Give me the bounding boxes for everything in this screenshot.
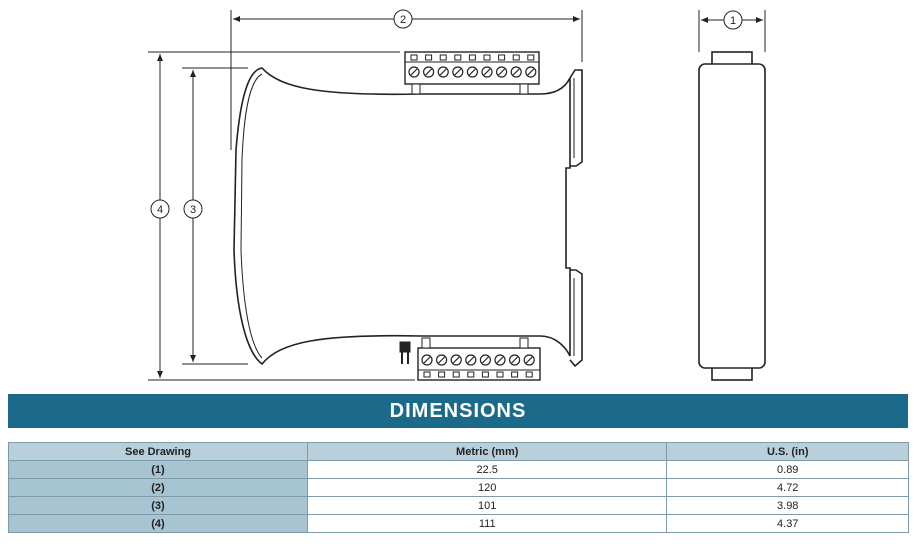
bottom-terminal-block bbox=[399, 337, 541, 381]
terminal-screw-icon-slot-line bbox=[483, 68, 491, 76]
terminal-screw-icon-slot-line bbox=[423, 356, 431, 364]
terminal-screw-icon-slot bbox=[512, 54, 520, 61]
row-ref: (2) bbox=[8, 478, 308, 497]
row-metric: 120 bbox=[306, 478, 668, 497]
callout-1: 1 bbox=[723, 10, 743, 30]
terminal-screw-icon-slot bbox=[423, 371, 431, 378]
row-ref: (1) bbox=[8, 460, 308, 479]
terminal-screw-icon-slot bbox=[425, 54, 433, 61]
terminal-screw-icon-slot-line bbox=[439, 68, 447, 76]
dimension-drawing: 2 1 4 3 bbox=[148, 9, 766, 381]
terminal-screw-icon-slot-line bbox=[468, 68, 476, 76]
terminal-screw-icon-slot-line bbox=[452, 356, 460, 364]
terminal-screw-icon-slot-line bbox=[525, 356, 533, 364]
terminal-screw-icon-slot-line bbox=[496, 356, 504, 364]
row-us: 4.37 bbox=[666, 514, 909, 533]
terminal-screw-icon-slot bbox=[496, 371, 504, 378]
row-ref: (4) bbox=[8, 514, 308, 533]
callout-3: 3 bbox=[183, 199, 203, 219]
callout-4: 4 bbox=[150, 199, 170, 219]
table-row: (4) 111 4.37 bbox=[8, 514, 909, 533]
header-see-drawing: See Drawing bbox=[8, 442, 308, 461]
terminal-screw-icon-slot-line bbox=[511, 356, 519, 364]
terminal-screw-icon-slot-line bbox=[498, 68, 506, 76]
terminal-screw-icon-slot bbox=[511, 371, 519, 378]
row-ref: (3) bbox=[8, 496, 308, 515]
terminal-screw-icon-slot bbox=[468, 54, 476, 61]
terminal-screw-icon-slot-line bbox=[454, 68, 462, 76]
terminal-screw-icon-slot bbox=[452, 371, 460, 378]
module-front-view bbox=[698, 51, 766, 381]
terminal-screw-icon-slot bbox=[481, 371, 489, 378]
table-row: (3) 101 3.98 bbox=[8, 496, 909, 515]
dimensions-table: See Drawing Metric (mm) U.S. (in) (1) 22… bbox=[8, 442, 909, 533]
callout-4-label: 4 bbox=[157, 204, 163, 216]
terminal-screw-icon-slot-line bbox=[527, 68, 535, 76]
terminal-screw-icon-slot bbox=[498, 54, 506, 61]
header-us: U.S. (in) bbox=[666, 442, 909, 461]
terminal-screw-icon-slot bbox=[438, 371, 446, 378]
terminal-screw-icon-slot bbox=[410, 54, 418, 61]
row-us: 3.98 bbox=[666, 496, 909, 515]
row-us: 4.72 bbox=[666, 478, 909, 497]
row-metric: 101 bbox=[306, 496, 668, 515]
header-metric: Metric (mm) bbox=[306, 442, 668, 461]
callout-1-label: 1 bbox=[730, 15, 736, 27]
row-metric: 111 bbox=[306, 514, 668, 533]
terminal-screw-icon-slot-line bbox=[512, 68, 520, 76]
terminal-screw-icon-slot bbox=[467, 371, 475, 378]
table-header-row: See Drawing Metric (mm) U.S. (in) bbox=[8, 442, 909, 461]
terminal-screw-icon-slot bbox=[527, 54, 535, 61]
callout-2-label: 2 bbox=[400, 14, 406, 26]
module-side-view bbox=[233, 67, 583, 368]
callout-3-label: 3 bbox=[190, 204, 196, 216]
row-metric: 22.5 bbox=[306, 460, 668, 479]
terminal-screw-icon-slot-line bbox=[438, 356, 446, 364]
table-row: (2) 120 4.72 bbox=[8, 478, 909, 497]
terminal-screw-icon-slot bbox=[454, 54, 462, 61]
terminal-screw-icon-slot-line bbox=[410, 68, 418, 76]
dimensions-banner: DIMENSIONS bbox=[8, 394, 908, 428]
callout-2: 2 bbox=[393, 9, 413, 29]
terminal-screw-icon-slot-line bbox=[481, 356, 489, 364]
terminal-screw-icon-slot bbox=[525, 371, 533, 378]
terminal-screw-icon-slot bbox=[483, 54, 491, 61]
terminal-screw-icon-slot-line bbox=[425, 68, 433, 76]
row-us: 0.89 bbox=[666, 460, 909, 479]
top-terminal-block bbox=[404, 51, 540, 95]
terminal-screw-icon-slot bbox=[439, 54, 447, 61]
table-row: (1) 22.5 0.89 bbox=[8, 460, 909, 479]
terminal-screw-icon-slot-line bbox=[467, 356, 475, 364]
